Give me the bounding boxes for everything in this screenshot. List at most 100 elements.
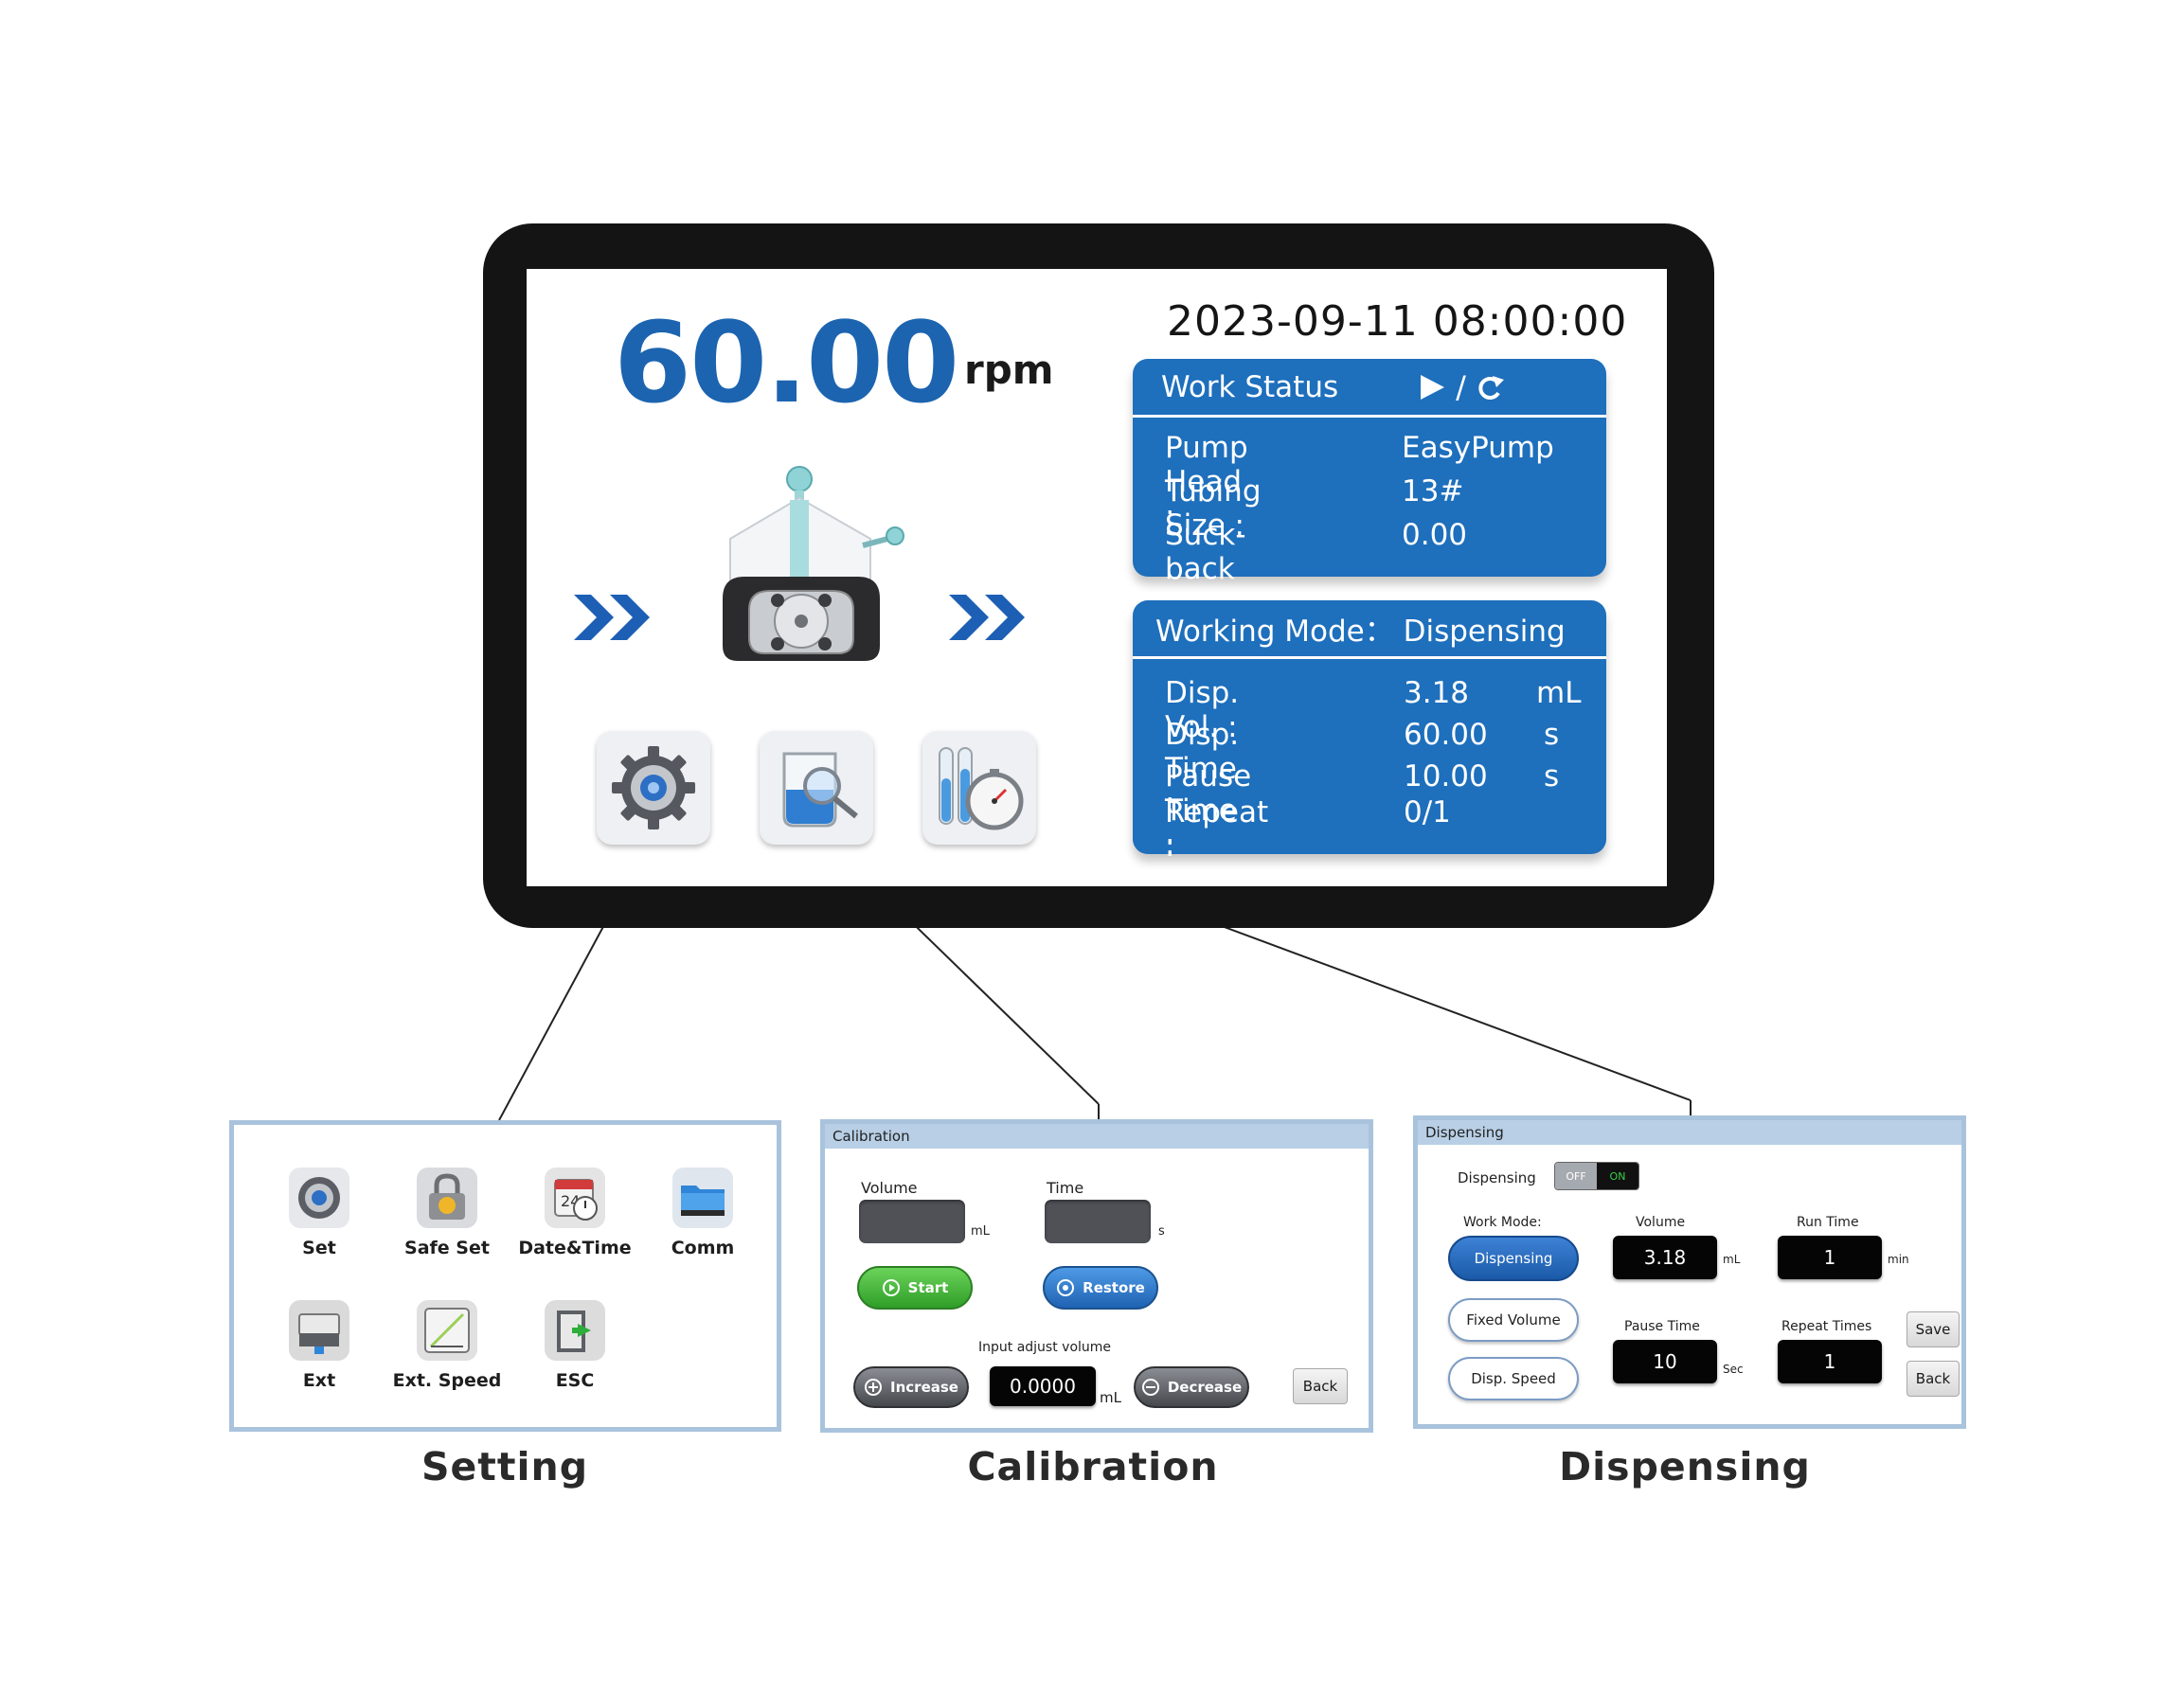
setting-item-date-time[interactable]: 24 Date&Time (518, 1168, 632, 1258)
working-mode-title: Working Mode： Dispensing (1155, 615, 1566, 649)
pause-time-label: Pause Time (1624, 1319, 1700, 1334)
calibration-tile[interactable] (760, 731, 873, 845)
setting-tile[interactable] (597, 731, 710, 845)
dispensing-caption: Dispensing (1559, 1444, 1811, 1489)
repeat-times-input[interactable]: 1 (1778, 1340, 1882, 1383)
mode-label: Repeat : (1165, 795, 1269, 864)
back-button[interactable]: Back (1293, 1368, 1348, 1404)
working-mode-panel: Working Mode： Dispensing Disp. Vol. : 3.… (1133, 600, 1606, 864)
status-label: Pump Head : (1165, 431, 1248, 533)
status-value: 0.00 (1402, 518, 1468, 552)
play-circle-icon (882, 1279, 900, 1296)
setting-item-label: ESC (555, 1370, 595, 1391)
time-unit: s (1158, 1224, 1165, 1239)
decrease-label: Decrease (1167, 1379, 1243, 1396)
time-input[interactable] (1045, 1200, 1151, 1243)
setting-item-label: Safe Set (404, 1238, 490, 1258)
status-label: Tubing Size : (1165, 474, 1262, 543)
dispensing-tile[interactable] (922, 731, 1036, 845)
ext-device-icon (289, 1300, 349, 1361)
flow-chevron-left-icon (574, 595, 650, 640)
dispensing-switch-label: Dispensing (1458, 1169, 1536, 1186)
work-status-title: Work Status (1161, 369, 1339, 404)
volume-input[interactable] (859, 1200, 965, 1243)
save-button[interactable]: Save (1907, 1311, 1960, 1347)
datetime-display: 2023-09-11 08:00:00 (1167, 297, 1628, 346)
time-label: Time (1047, 1179, 1084, 1197)
status-value: EasyPump (1402, 431, 1554, 465)
volume-label: Volume (1636, 1215, 1686, 1230)
setting-item-label: Date&Time (518, 1238, 632, 1258)
mode-disp-speed-button[interactable]: Disp. Speed (1448, 1357, 1579, 1400)
calibration-window: Calibration Volume mL Time s Start Resto… (820, 1119, 1373, 1433)
minus-circle-icon (1141, 1379, 1159, 1396)
start-button[interactable]: Start (857, 1266, 973, 1310)
setting-caption: Setting (421, 1444, 589, 1489)
calendar-clock-icon: 24 (545, 1168, 605, 1228)
run-time-input[interactable]: 1 (1778, 1236, 1882, 1279)
plus-circle-icon (865, 1379, 883, 1396)
dispensing-toggle[interactable]: OFF ON (1554, 1162, 1639, 1190)
start-label: Start (907, 1279, 949, 1296)
toggle-on: ON (1597, 1163, 1638, 1189)
setting-item-ext[interactable]: Ext (262, 1300, 376, 1391)
pump-head-illustration (723, 466, 904, 661)
working-mode-header: Working Mode： Dispensing (1133, 600, 1606, 659)
mode-value: 3.18 (1404, 676, 1470, 710)
work-mode-label: Work Mode: (1463, 1215, 1542, 1230)
work-status-header: Work Status / (1133, 359, 1606, 418)
mode-unit: s (1544, 718, 1560, 752)
calibration-title: Calibration (825, 1124, 1369, 1149)
refresh-icon (1478, 375, 1504, 400)
adjust-volume-input[interactable]: 0.0000 (990, 1366, 1096, 1406)
setting-item-label: Ext (302, 1370, 336, 1391)
dispensing-window: Dispensing Dispensing OFF ON Work Mode: … (1413, 1115, 1966, 1429)
setting-item-ext-speed[interactable]: Ext. Speed (390, 1300, 504, 1391)
setting-item-label: Comm (671, 1238, 735, 1258)
volume-unit: mL (1723, 1253, 1741, 1266)
restore-label: Restore (1083, 1279, 1145, 1296)
gear-icon (612, 746, 695, 829)
volume-label: Volume (861, 1179, 918, 1197)
flow-chevron-right-icon (949, 595, 1025, 640)
back-button[interactable]: Back (1907, 1361, 1960, 1397)
volume-unit: mL (971, 1224, 990, 1239)
mode-value: 0/1 (1404, 795, 1451, 829)
test-tubes-stopwatch-icon (939, 747, 1024, 830)
work-status-panel: Work Status / Pump Head : EasyPump Tu (1133, 359, 1606, 620)
adjust-volume-label: Input adjust volume (978, 1340, 1112, 1355)
toggle-off: OFF (1555, 1163, 1597, 1189)
run-time-label: Run Time (1797, 1215, 1859, 1230)
mode-value: 10.00 (1404, 759, 1488, 794)
ext-speed-icon (417, 1300, 477, 1361)
setting-item-safe-set[interactable]: Safe Set (390, 1168, 504, 1258)
mode-label: Pause Time : (1165, 759, 1252, 862)
dispensing-title: Dispensing (1418, 1120, 1961, 1145)
increase-button[interactable]: Increase (853, 1366, 969, 1408)
setting-item-esc[interactable]: ESC (518, 1300, 632, 1391)
mode-unit: s (1544, 759, 1560, 794)
speed-unit: rpm (964, 347, 1054, 393)
folder-comm-icon (672, 1168, 733, 1228)
exit-door-icon (545, 1300, 605, 1361)
setting-item-comm[interactable]: Comm (646, 1168, 760, 1258)
setting-window: Set Safe Set 24 Date&Time (229, 1120, 781, 1432)
mode-fixed-volume-button[interactable]: Fixed Volume (1448, 1298, 1579, 1342)
pause-time-input[interactable]: 10 (1613, 1340, 1717, 1383)
decrease-button[interactable]: Decrease (1134, 1366, 1249, 1408)
increase-label: Increase (890, 1379, 958, 1396)
setting-item-set[interactable]: Set (262, 1168, 376, 1258)
lock-icon (417, 1168, 477, 1228)
volume-input[interactable]: 3.18 (1613, 1236, 1717, 1279)
status-separator-icon: / (1456, 368, 1466, 405)
restore-button[interactable]: Restore (1043, 1266, 1158, 1310)
beaker-magnifier-icon (782, 752, 858, 828)
mode-label: Disp. Time : (1165, 718, 1240, 820)
mode-value: 60.00 (1404, 718, 1488, 752)
device-bezel: 60.00 rpm 2023-09-11 08:00:00 (483, 223, 1714, 928)
mode-dispensing-button[interactable]: Dispensing (1448, 1236, 1579, 1281)
repeat-times-label: Repeat Times (1781, 1319, 1872, 1334)
run-time-unit: min (1888, 1253, 1909, 1266)
setting-item-label: Ext. Speed (392, 1370, 502, 1391)
restore-circle-icon (1057, 1279, 1075, 1296)
